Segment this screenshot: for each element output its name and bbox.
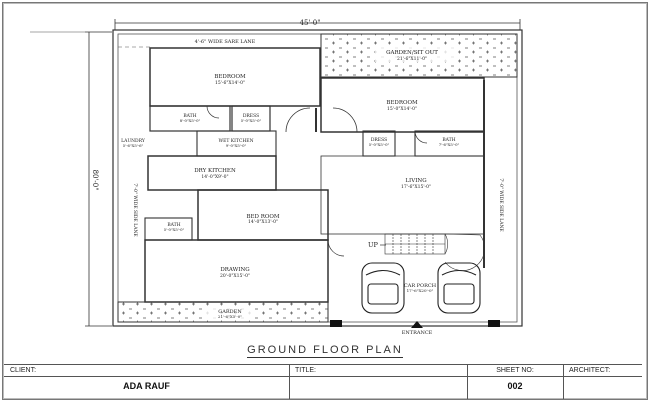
- svg-text:21'-6"X11'-0": 21'-6"X11'-0": [397, 56, 427, 62]
- top-lane-label: 4'-6" WIDE SARE LANE: [195, 39, 256, 45]
- room-living: [320, 155, 485, 235]
- svg-text:WET KITCHEN: WET KITCHEN: [218, 138, 253, 144]
- room-bath-1: [149, 105, 231, 132]
- svg-text:17'-6"X15'-0": 17'-6"X15'-0": [401, 184, 431, 190]
- entrance-label: ENTRANCE: [402, 330, 433, 336]
- svg-text:7'-6"X5'-0": 7'-6"X5'-0": [439, 142, 460, 147]
- svg-text:5'-0"X5'-0": 5'-0"X5'-0": [369, 142, 390, 147]
- svg-text:DRAWING: DRAWING: [220, 267, 249, 273]
- svg-text:BATH: BATH: [183, 113, 196, 119]
- right-lane-label: 7'-0" WIDE SIDE LANE: [498, 178, 504, 231]
- svg-text:LIVING: LIVING: [405, 178, 426, 184]
- svg-text:8'-0"X5'-0": 8'-0"X5'-0": [180, 118, 201, 123]
- car-1: [361, 262, 405, 314]
- svg-text:14'-0"X13'-0": 14'-0"X13'-0": [248, 219, 278, 225]
- width-dimension-label: 45'-0": [300, 19, 321, 27]
- entrance-arrow-icon: [411, 321, 423, 328]
- stairs-up-label: UP: [368, 241, 378, 249]
- svg-text:BEDROOM: BEDROOM: [386, 100, 418, 106]
- plan-title: GROUND FLOOR PLAN: [247, 344, 403, 358]
- car-2: [437, 262, 481, 314]
- svg-text:5'-0"X5'-0": 5'-0"X5'-0": [164, 227, 185, 232]
- staircase: [384, 233, 485, 271]
- svg-text:GARDEN/SIT OUT: GARDEN/SIT OUT: [386, 50, 438, 56]
- svg-text:DRY KITCHEN: DRY KITCHEN: [194, 168, 236, 174]
- svg-text:15'-0"X14'-0": 15'-0"X14'-0": [387, 106, 417, 112]
- svg-text:20'-0"X15'-0": 20'-0"X15'-0": [220, 273, 250, 279]
- svg-text:LAUNDRY: LAUNDRY: [121, 138, 146, 144]
- svg-text:GARDEN: GARDEN: [218, 309, 242, 315]
- svg-text:21'-6"X5'-0": 21'-6"X5'-0": [218, 314, 242, 319]
- title-cell: TITLE:: [289, 365, 468, 399]
- title-block: CLIENT: ADA RAUF TITLE: SHEET NO: 002 AR…: [4, 364, 642, 399]
- sheet-no-value: 002: [507, 381, 523, 391]
- svg-text:BED ROOM: BED ROOM: [246, 214, 279, 220]
- client-value: ADA RAUF: [123, 381, 170, 391]
- sheet-no-cell: SHEET NO: 002: [467, 365, 564, 399]
- svg-text:BATH: BATH: [167, 222, 180, 228]
- svg-text:15'-6"X14'-0": 15'-6"X14'-0": [215, 80, 245, 86]
- width-dimension: [114, 19, 521, 30]
- depth-dimension: [30, 31, 112, 327]
- architect-cell: ARCHITECT:: [569, 367, 611, 374]
- svg-text:CAR PORCH: CAR PORCH: [404, 283, 437, 289]
- svg-text:DRESS: DRESS: [243, 113, 259, 119]
- client-cell: CLIENT: ADA RAUF: [4, 365, 290, 399]
- plot-boundary: [112, 29, 523, 327]
- svg-text:BEDROOM: BEDROOM: [214, 74, 246, 80]
- left-lane-label: 7'-0" WIDE SIDE LANE: [132, 183, 138, 236]
- depth-dimension-label: 80'-0": [91, 170, 99, 191]
- svg-text:BATH: BATH: [442, 137, 455, 143]
- svg-text:9'-0"X5'-0": 9'-0"X5'-0": [226, 143, 247, 148]
- svg-text:14'-0"X9'-0": 14'-0"X9'-0": [201, 174, 228, 180]
- svg-text:5'-0"X5'-0": 5'-0"X5'-0": [241, 118, 262, 123]
- svg-text:5'-6"X5'-6": 5'-6"X5'-6": [123, 143, 144, 148]
- svg-text:17'-6"X20'-0": 17'-6"X20'-0": [407, 288, 434, 293]
- svg-text:DRESS: DRESS: [371, 137, 387, 143]
